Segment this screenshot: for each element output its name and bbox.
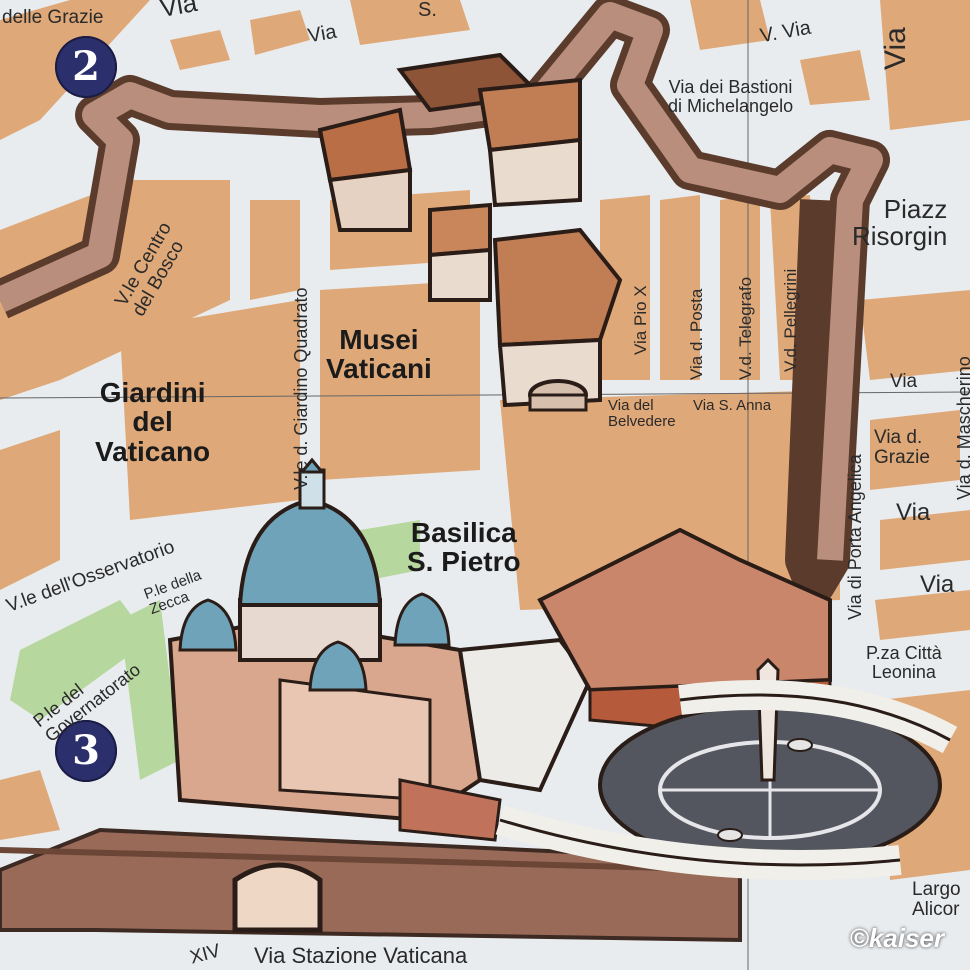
label-giardino-quadrato: V.le d. Giardino Quadrato: [291, 287, 311, 490]
label-bastioni-michelangelo: Via dei Bastioni di Michelangelo: [668, 77, 794, 116]
map-marker-2[interactable]: 2: [55, 36, 117, 98]
label-via-d-grazie: Via d. Grazie: [874, 427, 930, 468]
copyright-credit: ©kaiser: [849, 923, 944, 953]
label-piazza-risorgimento: Piazz Risorgin: [852, 194, 948, 252]
label-delle-grazie: delle Grazie: [2, 7, 104, 28]
museum-buildings: [317, 52, 623, 412]
map-marker-3[interactable]: 3: [55, 720, 117, 782]
label-porta-angelica: Via di Porta Angelica: [845, 454, 865, 620]
label-via-right-b: Via: [896, 499, 931, 526]
label-piazza-citta-leonina: P.za Città Leonina: [866, 643, 942, 682]
label-via-belvedere: Via del Belvedere: [608, 397, 676, 430]
label-s-top: S.: [418, 0, 437, 21]
label-via-right-big: Via: [879, 27, 912, 70]
label-basilica-san-pietro: Basilica S. Pietro: [407, 517, 521, 578]
label-via-right-a: Via: [890, 371, 918, 392]
label-giardini-vaticano: Giardini del Vaticano: [95, 377, 211, 467]
label-musei-vaticani: Musei Vaticani: [326, 324, 432, 385]
vatican-walls: [0, 0, 890, 943]
label-via-mascherino: Via d. Mascherino: [954, 356, 970, 500]
green-zones: [10, 520, 420, 780]
basilica-complex: [167, 457, 958, 880]
label-via-s-anna: Via S. Anna: [693, 397, 772, 414]
label-via-stazione-vaticana: Via Stazione Vaticana: [254, 943, 468, 968]
label-via-telegrafo: V.d. Telegrafo: [736, 276, 755, 380]
label-largo-alicorni: Largo Alicor: [912, 879, 961, 920]
label-via-right-c: Via: [920, 571, 955, 598]
label-via-pio-x: Via Pio X: [631, 285, 650, 355]
label-via-posta: Via d. Posta: [687, 288, 706, 380]
label-via-pellegrini: V.d. Pellegrini: [781, 268, 800, 372]
